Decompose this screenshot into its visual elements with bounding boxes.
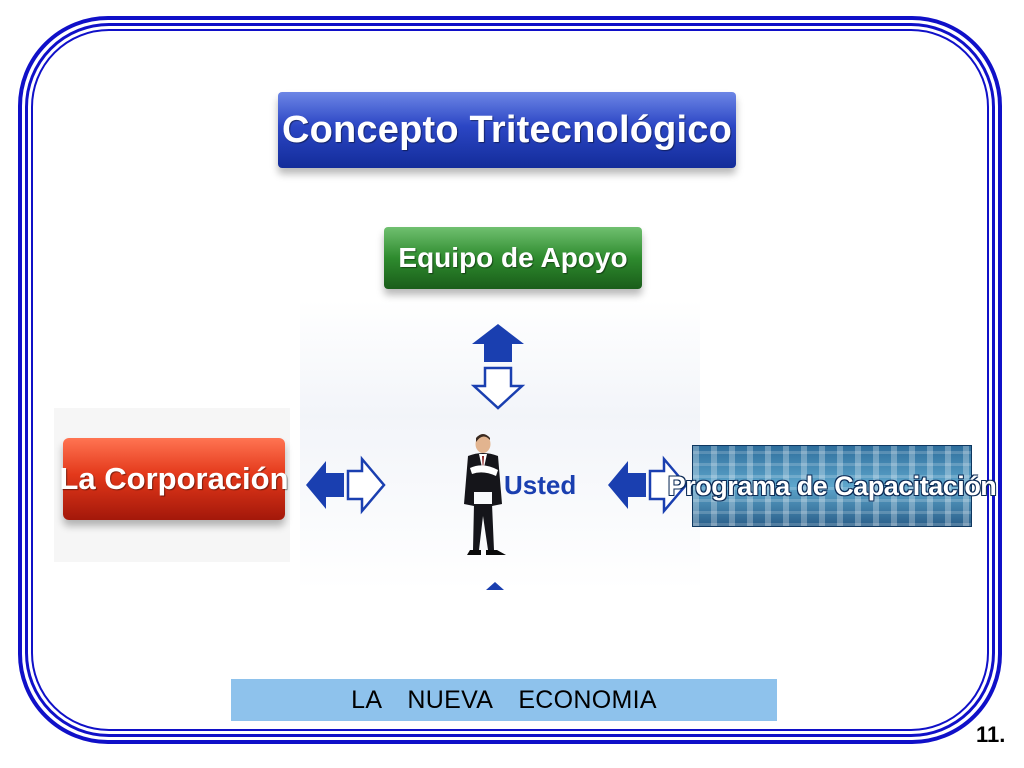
equipo-de-apoyo-box: Equipo de Apoyo <box>384 227 642 289</box>
arrow-up-icon <box>486 582 504 590</box>
la-corporacion-box: La Corporación <box>59 438 289 520</box>
double-arrow-left-icon <box>306 455 386 515</box>
double-arrow-right-icon <box>608 455 688 515</box>
footer-banner: LA NUEVA ECONOMIA <box>231 679 777 721</box>
slide-frame-outer <box>18 16 1002 744</box>
programa-de-capacitacion-label: Programa de Capacitación <box>667 470 997 501</box>
slide-frame-middle <box>25 23 995 737</box>
businessman-icon <box>464 434 506 555</box>
usted-label: Usted <box>504 470 577 500</box>
double-arrow-vertical-icon <box>470 324 526 410</box>
programa-de-capacitacion-box: Programa de Capacitación <box>668 445 997 527</box>
page-number: 11. <box>976 722 1006 747</box>
slide-frame-inner <box>31 29 989 731</box>
diagram-title: Concepto Tritecnológico <box>278 92 736 168</box>
footer-banner-label: LA NUEVA ECONOMIA <box>351 685 657 714</box>
